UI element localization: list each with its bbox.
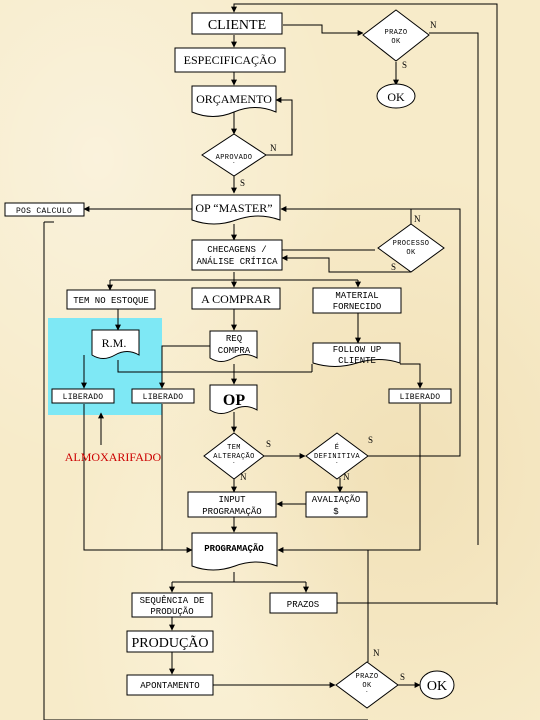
tem-alteracao-tick: ` — [233, 461, 236, 469]
liberado-right-label: LIBERADO — [400, 393, 441, 402]
op-master-label: OP “MASTER” — [195, 201, 272, 215]
prazos-label: PRAZOS — [287, 600, 319, 610]
avaliacao-line1: AVALIAÇÃO — [312, 494, 361, 505]
op-master-document: OP “MASTER” — [191, 194, 281, 225]
tem-alteracao-line1: TEM — [227, 444, 241, 452]
processo-ok-decision: PROCESSO OK N S — [377, 214, 445, 273]
cliente-box: CLIENTE — [191, 12, 283, 35]
e-definitiva-line1: É — [335, 443, 340, 452]
orcamento-document: ORÇAMENTO — [191, 85, 277, 117]
material-fornecido-box: MATERIAL FORNECIDO — [312, 287, 402, 314]
a-comprar-box: A COMPRAR — [191, 287, 281, 310]
prazo-ok-top-line2: OK — [391, 38, 401, 46]
sequencia-line1: SEQUÊNCIA DE — [140, 595, 205, 606]
cliente-label: CLIENTE — [208, 18, 266, 33]
a-comprar-label: A COMPRAR — [201, 292, 271, 306]
liberado-mid-box: LIBERADO — [131, 388, 195, 404]
checagens-box: CHECAGENS / ANÁLISE CRÍTICA — [191, 239, 283, 271]
e-definitiva-s: S — [368, 435, 373, 445]
input-line2: PROGRAMAÇÃO — [202, 506, 261, 517]
prazo-ok-bottom-line2: OK — [362, 682, 372, 690]
rm-label: R.M. — [102, 336, 127, 350]
checagens-line2: ANÁLISE CRÍTICA — [196, 256, 278, 267]
liberado-left-label: LIBERADO — [63, 393, 104, 402]
apontamento-label: APONTAMENTO — [140, 681, 199, 691]
tem-no-estoque-label: TEM NO ESTOQUE — [73, 296, 149, 306]
aprovado-label: APROVADO — [216, 154, 253, 162]
tem-alteracao-line2: ALTERAÇÃO — [213, 452, 254, 461]
programacao-label: PROGRAMAÇÃO — [204, 543, 264, 554]
checagens-line1: CHECAGENS / — [207, 245, 266, 255]
rm-document: R.M. — [91, 329, 140, 359]
tem-alteracao-decision: TEM ALTERAÇÃO ` S N — [203, 432, 271, 482]
prazo-ok-top-line1: PRAZO — [384, 29, 407, 37]
e-definitiva-tick: ` — [336, 461, 339, 469]
aprovado-tick: ` — [233, 161, 236, 169]
processo-ok-s: S — [391, 262, 396, 272]
programacao-document: PROGRAMAÇÃO — [191, 532, 278, 571]
follow-up-document: FOLLOW UP CLIENTE — [312, 342, 401, 367]
prazo-ok-bottom-s: S — [400, 672, 405, 682]
ok-top-label: OK — [387, 90, 405, 104]
processo-ok-line2: OK — [406, 249, 416, 257]
material-line1: MATERIAL — [335, 291, 378, 301]
processo-ok-line1: PROCESSO — [393, 240, 430, 248]
producao-box: PRODUÇÃO — [126, 630, 214, 653]
e-definitiva-decision: É DEFINITIVA ` S N — [305, 432, 373, 482]
req-compra-document: REQ COMPRA — [209, 330, 258, 362]
follow-up-line1: FOLLOW UP — [333, 345, 382, 355]
material-line2: FORNECIDO — [333, 302, 382, 312]
orcamento-label: ORÇAMENTO — [196, 92, 272, 106]
processo-ok-n: N — [414, 214, 421, 224]
prazos-box: PRAZOS — [269, 592, 338, 614]
ok-top-circle: OK — [376, 83, 416, 109]
tem-no-estoque-box: TEM NO ESTOQUE — [66, 289, 156, 310]
aprovado-decision: APROVADO ` N S — [201, 133, 277, 188]
tem-alteracao-n: N — [240, 472, 247, 482]
e-definitiva-n: N — [343, 472, 350, 482]
sequencia-producao-box: SEQUÊNCIA DE PRODUÇÃO — [131, 592, 213, 618]
connectors — [43, 3, 498, 720]
op-label: OP — [223, 392, 245, 409]
prazo-ok-top-s: S — [402, 60, 407, 70]
tem-alteracao-s: S — [266, 439, 271, 449]
aprovado-s: S — [240, 178, 245, 188]
prazo-ok-bottom-n: N — [373, 648, 380, 658]
input-programacao-box: INPUT PROGRAMAÇÃO — [187, 491, 277, 518]
prazo-ok-top-n: N — [430, 20, 437, 30]
e-definitiva-line2: DEFINITIVA — [314, 453, 360, 461]
producao-label: PRODUÇÃO — [131, 635, 208, 651]
avaliacao-line2: $ — [333, 507, 339, 517]
liberado-right-box: LIBERADO — [388, 388, 452, 404]
poscalculo-box: POS CALCULO — [4, 202, 85, 217]
prazo-ok-bottom-line1: PRAZO — [355, 673, 378, 681]
prazo-ok-decision-bottom: PRAZO OK ` N S — [335, 648, 405, 709]
prazo-ok-bottom-tick: ` — [366, 690, 369, 698]
req-compra-line1: REQ — [226, 334, 242, 344]
especificacao-label: ESPECIFICAÇÃO — [184, 53, 277, 67]
liberado-left-box: LIBERADO — [51, 388, 115, 404]
aprovado-n: N — [270, 143, 277, 153]
especificacao-box: ESPECIFICAÇÃO — [174, 47, 286, 73]
prazo-ok-decision-top: PRAZO OK N S — [362, 9, 437, 70]
req-compra-line2: COMPRA — [218, 346, 251, 356]
ok-bottom-circle: OK — [419, 670, 455, 700]
liberado-mid-label: LIBERADO — [143, 393, 184, 402]
op-document: OP — [209, 384, 258, 414]
apontamento-box: APONTAMENTO — [126, 674, 214, 696]
input-line1: INPUT — [218, 495, 246, 505]
follow-up-line2: CLIENTE — [338, 356, 376, 366]
almoxarifado-label: ALMOXARIFADO — [65, 450, 162, 464]
ok-bottom-label: OK — [427, 679, 447, 694]
poscalculo-label: POS CALCULO — [16, 207, 72, 216]
sequencia-line2: PRODUÇÃO — [150, 606, 193, 617]
avaliacao-box: AVALIAÇÃO $ — [305, 491, 368, 518]
